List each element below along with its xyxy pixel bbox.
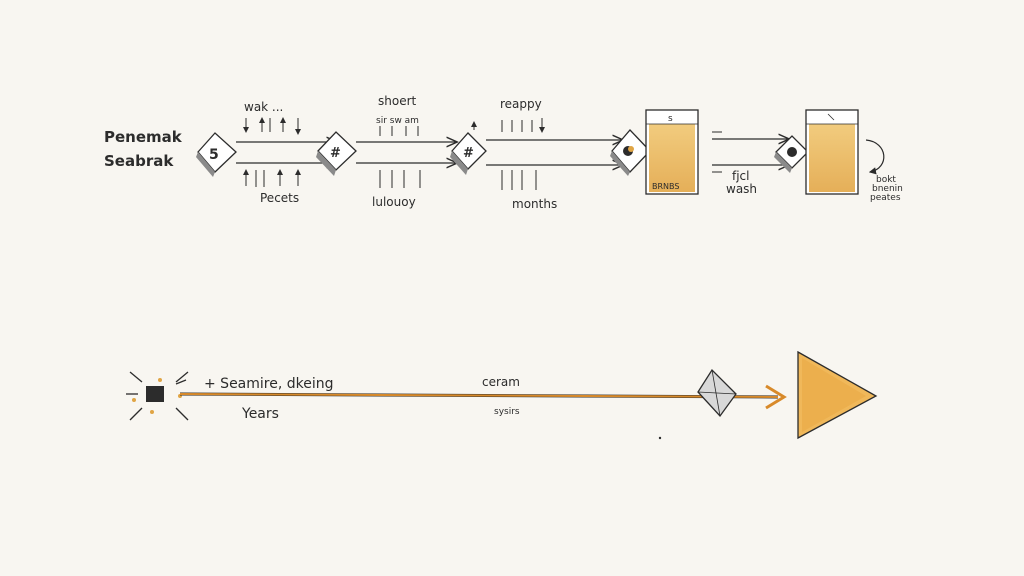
jar-2-label-2: bnenin [872,184,903,194]
end-triangle-node [797,350,878,440]
stage-1-node: 5 [196,132,237,177]
jar-1-top-glyph: s [668,114,673,124]
jar-2-label-1: bokt [876,175,896,185]
stage-3-node: # [450,132,487,175]
stage-3b-node [610,129,651,176]
bottom-mid-label: ceram [482,375,520,389]
flow-band-4 [712,139,788,165]
stage-1-top-label: wak ... [244,100,283,114]
bottom-years-label: Years [241,406,279,422]
jar-2-label-3: peates [870,193,901,203]
stage-2-top-sublabel: sir sw am [376,116,419,126]
crystal-node [697,368,737,418]
long-timeline-arrow [179,393,779,398]
stage-3-bottom-label: months [512,197,557,211]
stage-2-bottom-label: lulouoy [372,195,416,209]
stage-1-top-ticks [243,117,301,135]
stage-2-icon: # [330,146,341,161]
stage-3-top-ticks [471,118,545,133]
stage-2-node: # [316,131,357,176]
flow-band-2 [356,142,456,163]
stage-3-icon: # [463,146,474,161]
stage-4-node [774,135,809,173]
stage-1-bottom-label: Pecets [260,191,299,205]
long-timeline-arrowhead [765,384,787,410]
stage-2-top-label: shoert [378,94,417,108]
jar-1-label: BRNBS [652,182,679,191]
stage-4-label-2: wash [726,182,757,196]
jar-2 [805,109,859,195]
stage-4-label-1: fjcl [732,169,750,183]
stage-1-icon: 5 [209,147,219,163]
stage-2-bottom-ticks [379,170,421,188]
stray-dot [658,436,662,440]
title-line-1: Penemak [104,128,183,146]
jar-2-loop-arrow [865,139,885,175]
title-line-2: Seabrak [104,152,174,170]
start-burst-node [126,371,189,421]
bottom-main-label: + Seamire, dkeing [204,376,334,392]
bottom-mid-sublabel: sysirs [494,407,520,417]
stage-1-bottom-ticks [243,169,301,187]
stage-3-top-label: reappy [500,97,542,111]
jar-1-side-ticks [712,131,722,173]
stage-2-top-ticks [379,126,419,136]
flow-band-3 [486,140,622,165]
flow-band-1 [236,142,336,163]
stage-3-bottom-ticks [501,170,537,190]
jar-1: s BRNBS [645,109,699,195]
